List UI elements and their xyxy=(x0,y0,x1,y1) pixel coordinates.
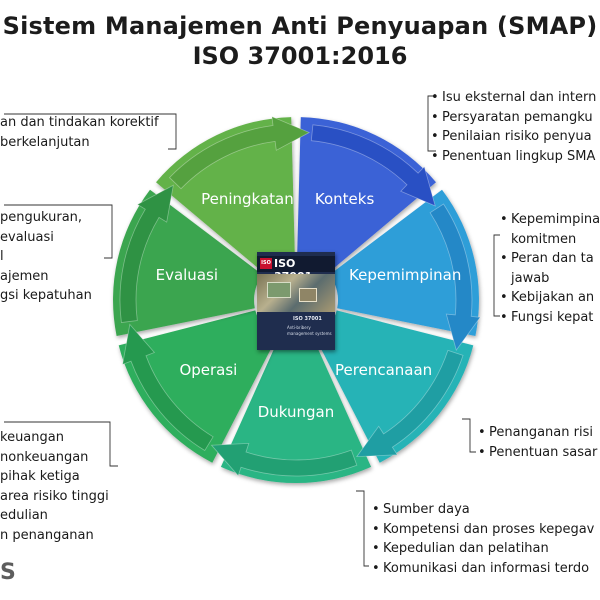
note-item: nonkeuangan xyxy=(0,449,89,465)
arrow-peningkatan xyxy=(168,115,311,190)
segment-perencanaan xyxy=(315,310,474,463)
note-item: Kompetensi dan proses kepegav xyxy=(372,520,594,540)
segment-label-operasi: Operasi xyxy=(179,361,237,379)
note-item: pihak ketiga xyxy=(0,469,80,484)
note-item: n penanganan xyxy=(0,527,94,543)
note-item: Komunikasi dan informasi terdo xyxy=(372,559,594,579)
logo-fragment: S xyxy=(0,560,16,585)
note-item: Persyaratan pemangku xyxy=(431,108,596,128)
note-item: area risiko tinggi xyxy=(0,488,109,504)
note-item: Penentuan lingkup SMA xyxy=(431,147,596,167)
note-evaluasi: pengukuran, evaluasi l ajemen gsi kepatuhan xyxy=(0,208,92,306)
note-item-continuation: komitmen xyxy=(511,231,577,247)
iso-logo-badge: ISO xyxy=(260,258,272,269)
note-item: keuangan xyxy=(0,430,64,445)
note-item: Isu eksternal dan intern xyxy=(431,88,596,108)
segment-label-kepemimpinan: Kepemimpinan xyxy=(349,266,461,284)
note-perencanaan: Penanganan risiPenentuan sasar xyxy=(478,423,597,462)
title-line-1: Sistem Manajemen Anti Penyuapan (SMAP) xyxy=(2,12,598,40)
note-item: Kepedulian dan pelatihan xyxy=(372,539,594,559)
segment-konteks xyxy=(297,117,436,273)
note-item: pengukuran, xyxy=(0,210,83,225)
note-item-continuation: jawab xyxy=(511,270,550,286)
note-kepemimpinan: KepemimpinakomitmenPeran dan tajawabKebi… xyxy=(500,210,600,327)
segment-operasi xyxy=(118,310,277,463)
note-item: gsi kepatuhan xyxy=(0,288,92,303)
book-subtitle: Anti-bribery management systems xyxy=(287,325,332,336)
book-code: ISO 37001 xyxy=(293,316,322,322)
note-item: Penilaian risiko penyua xyxy=(431,127,596,147)
note-item: Peran dan ta xyxy=(500,249,600,269)
arrow-kepemimpinan xyxy=(429,203,481,352)
arrow-dukungan xyxy=(210,442,358,477)
note-operasi: keuangan nonkeuangan pihak ketiga area risi… xyxy=(0,428,109,545)
note-item: edulian xyxy=(0,508,48,523)
note-item: Penanganan risi xyxy=(478,423,597,443)
arrow-konteks xyxy=(310,124,436,207)
note-item: ajemen xyxy=(0,268,49,284)
note-item: Kepemimpina xyxy=(500,210,600,230)
segment-label-perencanaan: Perencanaan xyxy=(335,361,432,379)
segment-label-dukungan: Dukungan xyxy=(258,403,335,421)
segment-peningkatan xyxy=(156,117,295,273)
note-peningkatan: an dan tindakan korektif berkelanjutan xyxy=(0,113,159,152)
note-konteks: Isu eksternal dan internPersyaratan pema… xyxy=(431,88,596,166)
note-item: Sumber daya xyxy=(372,500,594,520)
note-item: berkelanjutan xyxy=(0,134,90,150)
note-item: evaluasi xyxy=(0,229,54,245)
segment-label-konteks: Konteks xyxy=(315,190,375,208)
arrow-operasi xyxy=(122,323,214,452)
arrow-evaluasi xyxy=(119,184,174,323)
title-line-2: ISO 37001:2016 xyxy=(192,42,408,70)
note-item: an dan tindakan korektif xyxy=(0,115,159,130)
note-item: l xyxy=(0,249,4,264)
segment-label-evaluasi: Evaluasi xyxy=(156,266,218,284)
segment-dukungan xyxy=(220,338,372,484)
note-item: Penentuan sasar xyxy=(478,443,597,463)
segment-label-peningkatan: Peningkatan xyxy=(201,190,294,208)
arrow-perencanaan xyxy=(355,349,464,458)
note-item: Kebijakan an xyxy=(500,288,600,308)
iso-37001-book-cover: ISO ISO 37001 ISO 37001 Anti-bribery man… xyxy=(257,252,335,350)
note-dukungan: Sumber dayaKompetensi dan proses kepegav… xyxy=(372,500,594,578)
note-item: Fungsi kepat xyxy=(500,308,600,328)
